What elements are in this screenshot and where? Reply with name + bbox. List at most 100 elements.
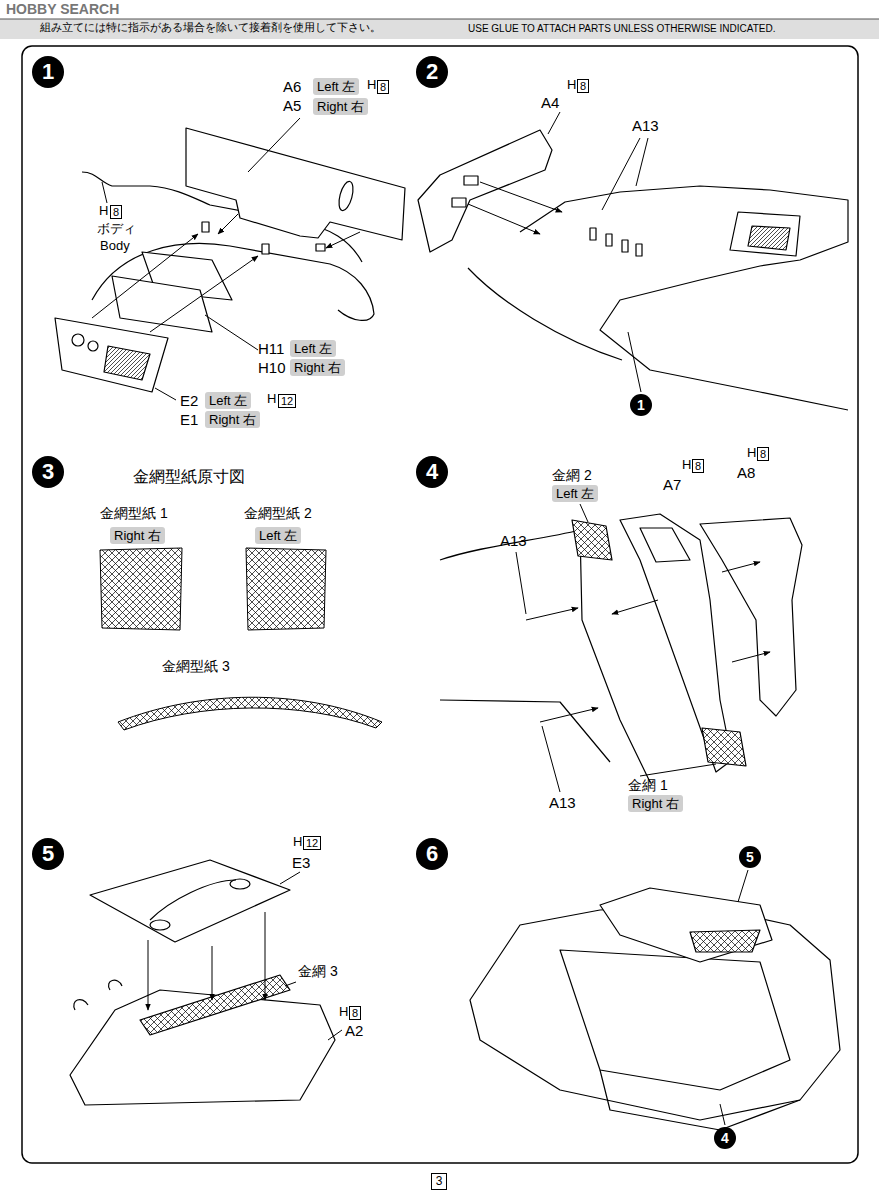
side-tag: Left 左 (290, 340, 336, 357)
part-name: 金網 2 (552, 467, 592, 483)
node-text: 8 (380, 81, 386, 93)
part-name: 金網型紙 1 (100, 505, 168, 521)
step-6-leaders (720, 870, 748, 1125)
frame (22, 46, 858, 1163)
color-code-box: 8 (349, 1006, 361, 1020)
node-text: Left 左 (294, 341, 332, 356)
paint-prefix: H (367, 78, 376, 93)
step-4-art (440, 514, 802, 782)
part-name: E1 (180, 411, 198, 428)
side-tag: Right 右 (313, 98, 368, 115)
node-text: Right 右 (294, 360, 341, 375)
part-name: A2 (345, 1022, 363, 1039)
step-number: 3 (32, 456, 64, 488)
callout-number: 4 (714, 1127, 736, 1149)
node-text: 12 (306, 837, 318, 849)
step-5-art (70, 860, 335, 1105)
part-name: A7 (663, 476, 681, 493)
node-text: 8 (113, 206, 119, 218)
color-code-box: 8 (577, 79, 589, 93)
side-tag: Right 右 (205, 411, 260, 428)
section-title: 金網型紙原寸図 (133, 468, 245, 486)
paint-prefix: H (339, 1005, 348, 1020)
callout-number: 5 (739, 846, 761, 868)
step-number: 1 (32, 56, 64, 88)
part-name: A13 (632, 117, 659, 134)
node-text: 5 (746, 849, 754, 865)
paint-prefix: H (567, 78, 576, 93)
part-name: A6 (283, 78, 301, 95)
node-text: Left 左 (259, 528, 297, 543)
side-tag: Right 右 (290, 359, 345, 376)
color-code-box: 8 (110, 205, 122, 219)
header-bar (0, 19, 879, 39)
header-note: USE GLUE TO ATTACH PARTS UNLESS OTHERWIS… (468, 23, 775, 35)
node-text: 8 (760, 448, 766, 460)
node-text: Right 右 (317, 99, 364, 114)
step-number: 4 (416, 456, 448, 488)
part-name: A4 (541, 94, 559, 111)
side-tag: Left 左 (313, 78, 359, 95)
part-name: H10 (258, 359, 286, 376)
step-4-arrows (516, 504, 770, 792)
node-text: 3 (42, 459, 54, 485)
color-code-box: 8 (377, 80, 389, 94)
part-name: A13 (500, 532, 527, 549)
color-code-box: 12 (278, 394, 296, 408)
part-name: 金網 1 (628, 777, 668, 793)
node-text: Left 左 (209, 393, 247, 408)
color-code-box: 8 (692, 459, 704, 473)
side-tag: Left 左 (255, 527, 301, 544)
part-name: A13 (549, 794, 576, 811)
step-2-art (418, 130, 848, 410)
node-text: 1 (42, 59, 54, 85)
part-name: 金網型紙 2 (244, 505, 312, 521)
color-code-box: 12 (303, 836, 321, 850)
part-name: A5 (283, 97, 301, 114)
watermark: HOBBY SEARCH (6, 1, 119, 17)
step-number: 2 (416, 56, 448, 88)
node-text: 8 (580, 80, 586, 92)
node-text: 6 (426, 841, 438, 867)
step-1-art (55, 128, 405, 392)
part-name: E3 (292, 854, 310, 871)
node-text: 4 (721, 1130, 729, 1146)
part-name: 金網型紙 3 (162, 658, 230, 674)
paint-prefix: H (682, 458, 691, 473)
node-text: Left 左 (317, 79, 355, 94)
part-name: ボディ (97, 222, 136, 237)
node-text: 5 (42, 841, 54, 867)
step-number: 5 (32, 838, 64, 870)
node-text: Right 右 (632, 796, 679, 811)
node-text: 8 (352, 1007, 358, 1019)
part-name: A8 (737, 464, 755, 481)
side-tag: Right 右 (110, 527, 165, 544)
node-text: 12 (281, 395, 293, 407)
step-5-arrows (148, 872, 342, 1040)
node-text: 4 (426, 459, 438, 485)
paint-prefix: H (99, 204, 108, 219)
node-text: Right 右 (209, 412, 256, 427)
node-text: 8 (695, 460, 701, 472)
step-1-arrows (92, 118, 360, 400)
part-name: Body (100, 239, 130, 254)
part-name: E2 (180, 392, 198, 409)
part-name: H11 (258, 340, 284, 357)
part-name: 金網 3 (298, 963, 338, 979)
step-6-art (470, 888, 840, 1130)
paint-prefix: H (293, 835, 302, 850)
side-tag: Left 左 (552, 485, 598, 502)
step-2-arrows (468, 112, 648, 392)
side-tag: Right 右 (628, 795, 683, 812)
mesh-templates (100, 548, 382, 730)
callout-number: 1 (630, 394, 652, 416)
node-text: Right 右 (114, 528, 161, 543)
rule (0, 19, 879, 20)
paint-prefix: H (747, 446, 756, 461)
step-number: 6 (416, 838, 448, 870)
node-text: 1 (637, 397, 645, 413)
node-text: 2 (426, 59, 438, 85)
node-text: Left 左 (556, 486, 594, 501)
side-tag: Left 左 (205, 392, 251, 409)
